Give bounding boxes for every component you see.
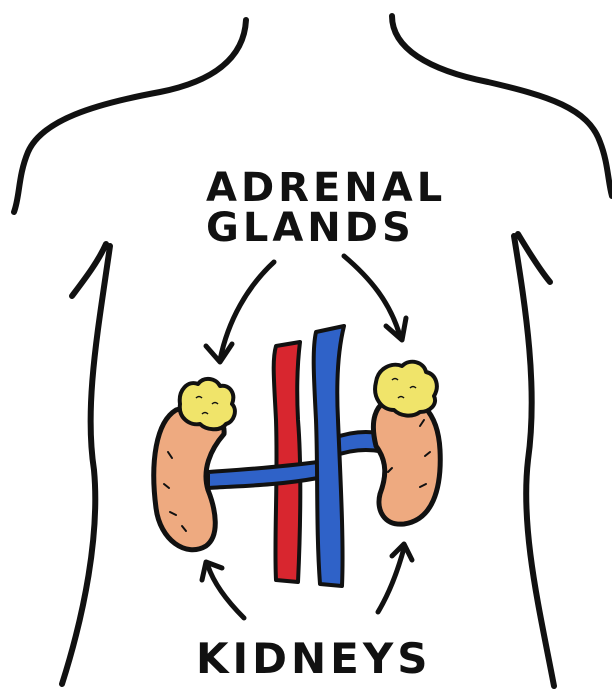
adrenal-glands-label-line-2: GLANDS — [206, 208, 406, 248]
vena-cava — [314, 326, 344, 586]
waist-left-outline — [62, 246, 110, 684]
arrow-to-right-adrenal — [344, 256, 400, 336]
aorta — [274, 342, 301, 582]
arrow-to-left-kidney — [208, 566, 244, 618]
adrenal-glands-label-line-1: ADRENAL — [206, 168, 406, 208]
waist-right-outline — [514, 236, 554, 686]
right-adrenal-gland — [375, 362, 437, 416]
arrow-to-left-adrenal — [220, 262, 274, 360]
kidneys-label: KIDNEYS — [196, 638, 416, 680]
kidney-arrows — [202, 544, 412, 618]
adrenal-arrows — [206, 256, 406, 362]
left-adrenal-gland — [180, 379, 235, 429]
